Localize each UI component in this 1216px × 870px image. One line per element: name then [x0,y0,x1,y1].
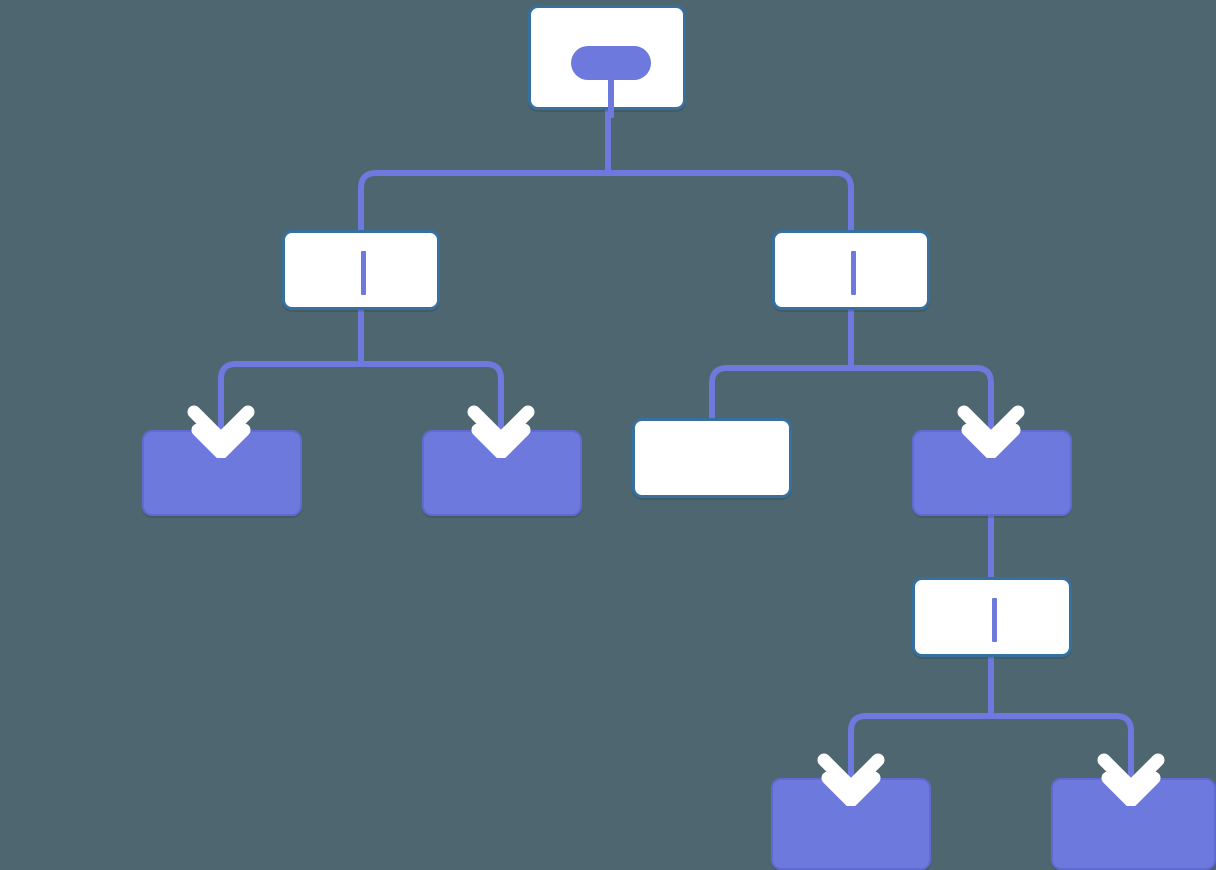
node-left-mid-tick-icon [361,251,366,295]
node-leaf-f[interactable] [1051,778,1216,870]
node-sub-mid-tick-icon [992,598,997,642]
node-leaf-b[interactable] [422,430,582,516]
root-pill-stem-icon [608,76,614,118]
node-branch-d[interactable] [912,430,1072,516]
edge-root-to-left-mid [358,170,608,230]
edge-root-to-right-mid [608,170,854,230]
node-right-mid-tick-icon [851,251,856,295]
node-leaf-a[interactable] [142,430,302,516]
node-leaf-e[interactable] [771,778,931,870]
edge-left-mid-to-leaf-b [361,361,504,440]
root-pill-icon [571,46,651,80]
node-leaf-c[interactable] [632,418,792,498]
node-root[interactable] [528,5,686,118]
node-sub-mid[interactable] [912,577,1072,657]
edge-left-mid-to-leaf-a [218,361,361,440]
edge-right-mid-to-leaf-c [709,365,851,418]
node-right-mid[interactable] [772,230,930,310]
node-left-mid[interactable] [282,230,440,310]
